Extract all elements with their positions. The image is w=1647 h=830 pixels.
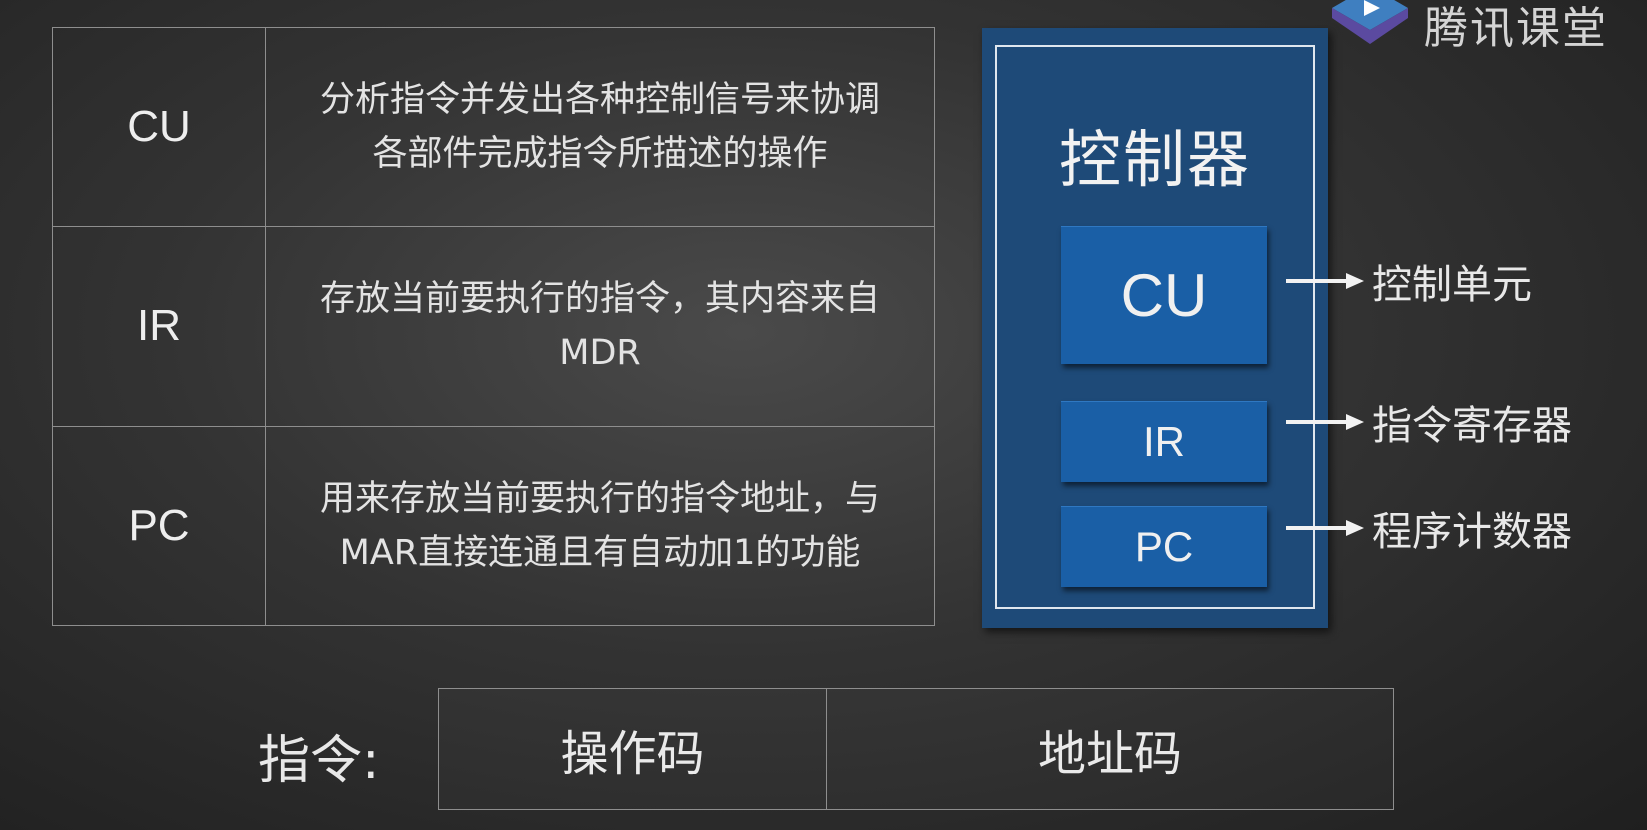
desc-cell: 存放当前要执行的指令，其内容来自 MDR bbox=[265, 226, 935, 427]
ir-annotation: 指令寄存器 bbox=[1286, 397, 1572, 449]
right-arrow-icon bbox=[1286, 414, 1364, 430]
right-arrow-icon bbox=[1286, 520, 1364, 536]
abbr-cell: IR bbox=[52, 226, 266, 427]
instruction-format: 操作码 地址码 bbox=[438, 688, 1394, 810]
controller-title: 控制器 bbox=[1058, 123, 1251, 196]
desc-line: 各部件完成指令所描述的操作 bbox=[372, 134, 828, 175]
desc-cell: 分析指令并发出各种控制信号来协调 各部件完成指令所描述的操作 bbox=[265, 26, 935, 228]
cu-annotation-label: 控制单元 bbox=[1372, 262, 1532, 308]
instruction-label: 指令: bbox=[258, 731, 380, 791]
logo-text: 腾讯课堂 bbox=[1424, 3, 1608, 54]
table-row: PC 用来存放当前要执行的指令地址，与 MAR直接连通且有自动加1的功能 bbox=[52, 425, 935, 627]
table-row: IR 存放当前要执行的指令，其内容来自 MDR bbox=[52, 226, 935, 427]
controller-block: 控制器 CU IR PC bbox=[982, 28, 1328, 628]
desc-line: MAR直接连通且有自动加1的功能 bbox=[339, 532, 861, 573]
controller-frame: 控制器 CU IR PC bbox=[995, 45, 1315, 609]
pc-annotation: 程序计数器 bbox=[1286, 503, 1572, 555]
right-arrow-icon bbox=[1286, 273, 1364, 289]
opcode-field: 操作码 bbox=[439, 689, 827, 809]
cu-annotation: 控制单元 bbox=[1286, 256, 1532, 308]
abbr-cell: CU bbox=[52, 26, 266, 228]
ir-annotation-label: 指令寄存器 bbox=[1372, 403, 1572, 449]
play-diamond-icon bbox=[1332, 0, 1408, 44]
tencent-classroom-logo: 腾讯课堂 bbox=[1330, 0, 1608, 54]
pc-block: PC bbox=[1061, 506, 1267, 587]
register-table: CU 分析指令并发出各种控制信号来协调 各部件完成指令所描述的操作 IR 存放当… bbox=[52, 26, 935, 627]
desc-line: 存放当前要执行的指令，其内容来自 bbox=[319, 279, 880, 320]
desc-line: 用来存放当前要执行的指令地址，与 bbox=[319, 478, 880, 519]
table-row: CU 分析指令并发出各种控制信号来协调 各部件完成指令所描述的操作 bbox=[52, 26, 935, 228]
desc-line: MDR bbox=[559, 333, 641, 374]
pc-annotation-label: 程序计数器 bbox=[1372, 509, 1572, 555]
ir-block: IR bbox=[1061, 401, 1267, 482]
address-field: 地址码 bbox=[1037, 726, 1182, 782]
desc-cell: 用来存放当前要执行的指令地址，与 MAR直接连通且有自动加1的功能 bbox=[265, 425, 935, 627]
desc-line: 分析指令并发出各种控制信号来协调 bbox=[319, 80, 880, 121]
abbr-cell: PC bbox=[52, 425, 266, 627]
cu-block: CU bbox=[1061, 226, 1267, 364]
